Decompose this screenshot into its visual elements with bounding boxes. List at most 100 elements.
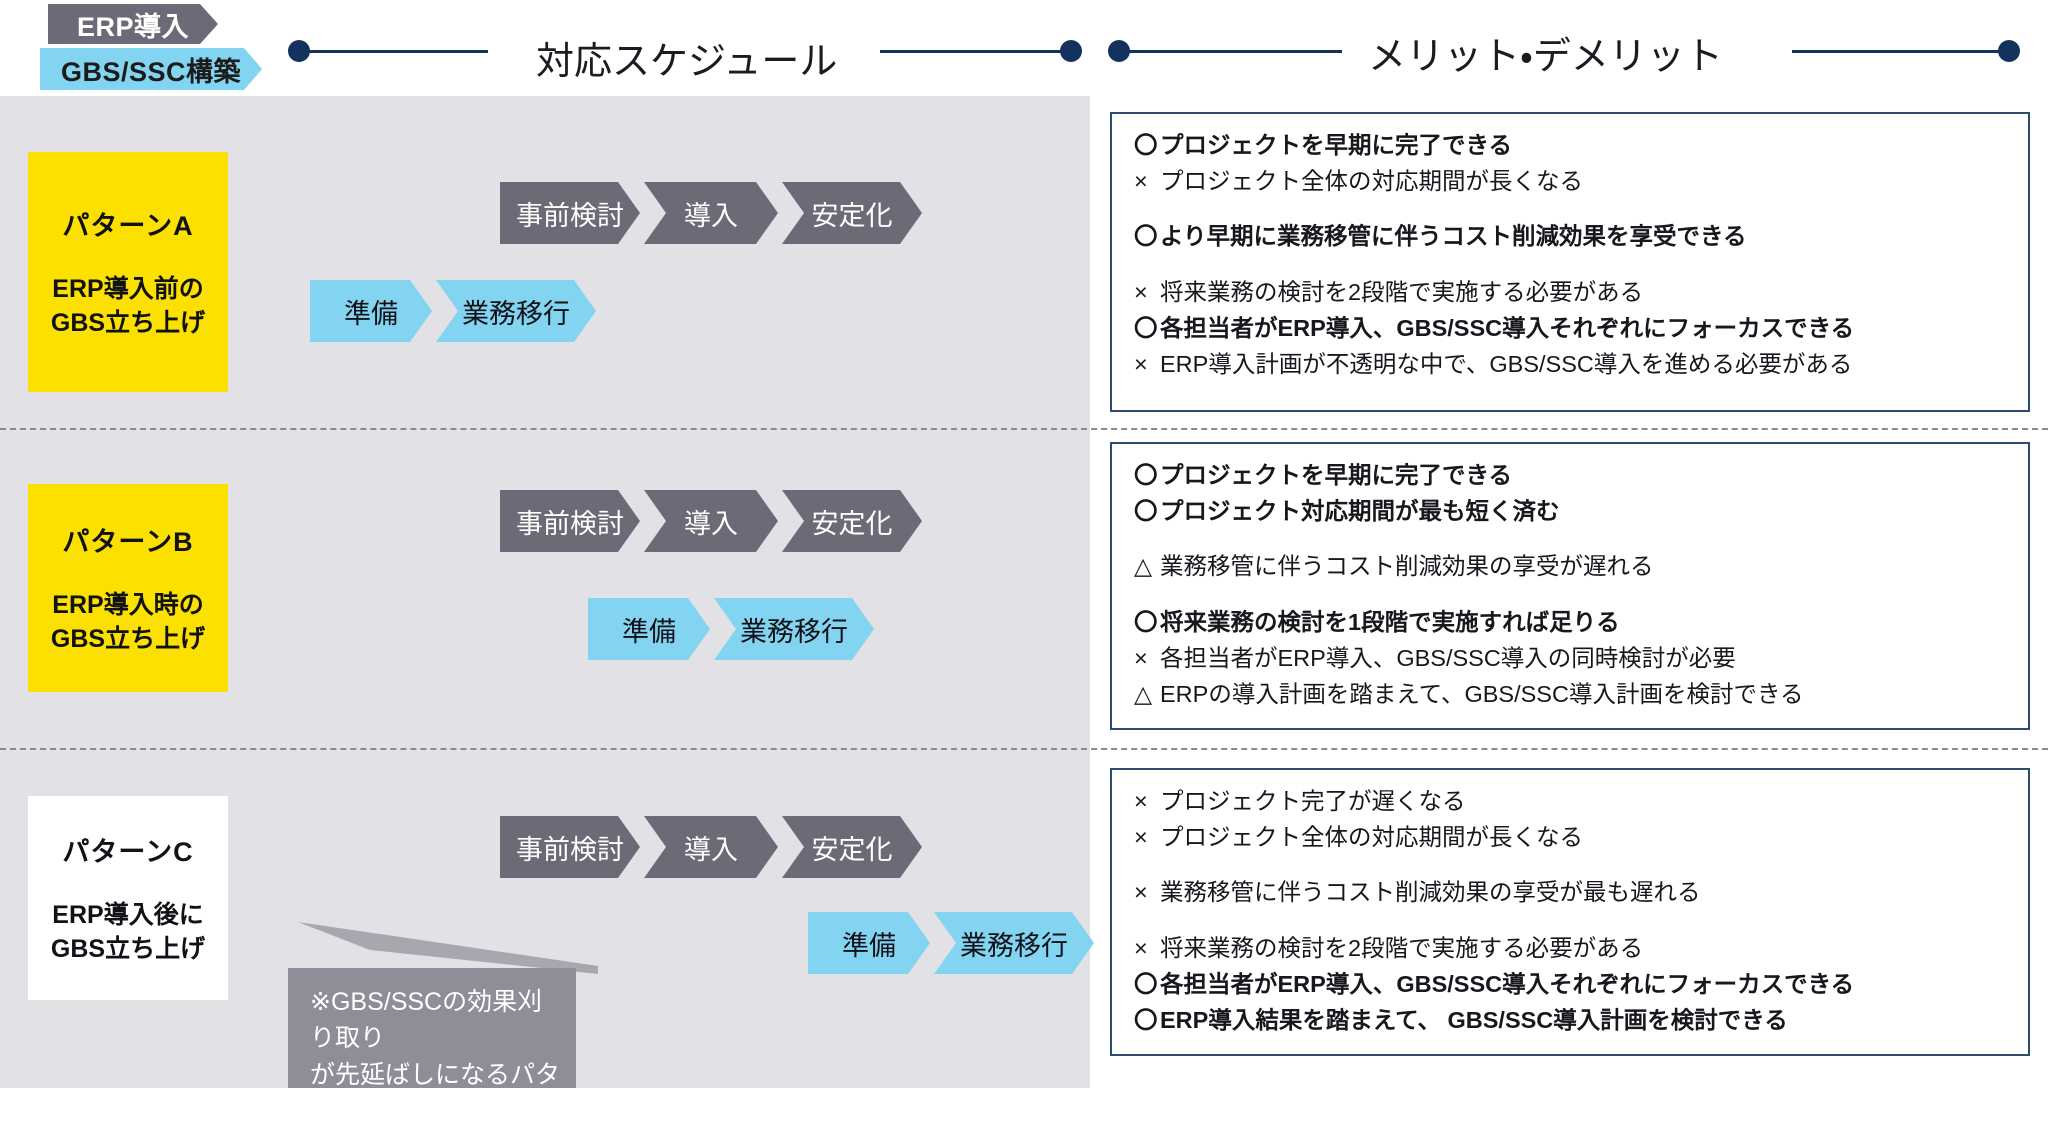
pattern-label-box-c: パターンC ERP導入後に GBS立ち上げ bbox=[28, 796, 228, 1000]
chevron-b-gbs-1-label: 業務移行 bbox=[740, 610, 848, 649]
merit-mark: 〇 bbox=[1134, 128, 1160, 164]
pattern-title-a: パターンA bbox=[62, 204, 193, 243]
merit-text: 将来業務の検討を1段階で実施すれば足りる bbox=[1160, 609, 1620, 635]
rail-segment-4 bbox=[1792, 50, 2002, 53]
merit-text: プロジェクト完了が遅くなる bbox=[1160, 788, 1466, 814]
pattern-subtitle-c-line1: ERP導入後に bbox=[51, 899, 205, 933]
merit-text: 業務移管に伴うコスト削減効果の享受が遅れる bbox=[1160, 553, 1654, 579]
chevron-a-erp-0-label: 事前検討 bbox=[516, 194, 624, 233]
merit-line: ×業務移管に伴うコスト削減効果の享受が最も遅れる bbox=[1134, 875, 2006, 911]
merit-mark: × bbox=[1134, 275, 1160, 311]
chevron-b-gbs-0: 準備 bbox=[588, 598, 710, 660]
chevron-a-erp-0: 事前検討 bbox=[500, 182, 640, 244]
chevron-c-erp-0: 事前検討 bbox=[500, 816, 640, 878]
merit-mark: × bbox=[1134, 784, 1160, 820]
merit-spacer bbox=[1134, 199, 2006, 219]
merit-text: プロジェクト対応期間が最も短く済む bbox=[1160, 498, 1560, 524]
chevron-c-gbs-0-label: 準備 bbox=[842, 924, 896, 963]
rail-dot-right bbox=[1998, 40, 2020, 62]
merit-text: 各担当者がERP導入、GBS/SSC導入それぞれにフォーカスできる bbox=[1160, 315, 1854, 341]
merit-box-b: 〇プロジェクトを早期に完了できる 〇プロジェクト対応期間が最も短く済む △業務移… bbox=[1110, 442, 2030, 730]
legend-erp-label: ERP導入 bbox=[77, 5, 189, 44]
merit-line: ×プロジェクト全体の対応期間が長くなる bbox=[1134, 820, 2006, 856]
merit-text: プロジェクト全体の対応期間が長くなる bbox=[1160, 168, 1583, 194]
pattern-title-c: パターンC bbox=[62, 830, 193, 869]
pattern-title-b: パターンB bbox=[62, 520, 193, 559]
merit-mark: 〇 bbox=[1134, 311, 1160, 347]
pattern-subtitle-c-line2: GBS立ち上げ bbox=[51, 933, 205, 967]
rail-segment-3 bbox=[1126, 50, 1342, 53]
merit-line: 〇各担当者がERP導入、GBS/SSC導入それぞれにフォーカスできる bbox=[1134, 967, 2006, 1003]
merit-text: プロジェクトを早期に完了できる bbox=[1160, 462, 1512, 488]
merit-text: プロジェクト全体の対応期間が長くなる bbox=[1160, 824, 1583, 850]
merit-text: ERP導入計画が不透明な中で、GBS/SSC導入を進める必要がある bbox=[1160, 351, 1852, 377]
chevron-a-gbs-1: 業務移行 bbox=[436, 280, 596, 342]
merit-line: ×プロジェクト完了が遅くなる bbox=[1134, 784, 2006, 820]
chevron-b-gbs-1: 業務移行 bbox=[714, 598, 874, 660]
merit-line: ×各担当者がERP導入、GBS/SSC導入の同時検討が必要 bbox=[1134, 641, 2006, 677]
chevron-c-gbs-0: 準備 bbox=[808, 912, 930, 974]
chevron-b-erp-0-label: 事前検討 bbox=[516, 502, 624, 541]
merit-mark: △ bbox=[1134, 549, 1160, 585]
merit-text: 将来業務の検討を2段階で実施する必要がある bbox=[1160, 935, 1643, 961]
row-divider-a-b bbox=[0, 428, 2048, 430]
chevron-c-erp-2-label: 安定化 bbox=[812, 828, 893, 867]
chevron-a-gbs-1-label: 業務移行 bbox=[462, 292, 570, 331]
pattern-label-box-a: パターンA ERP導入前の GBS立ち上げ bbox=[28, 152, 228, 392]
legend-chip-erp: ERP導入 bbox=[48, 4, 218, 44]
legend-chip-gbs: GBS/SSC構築 bbox=[40, 48, 262, 90]
merit-text: プロジェクトを早期に完了できる bbox=[1160, 132, 1512, 158]
chevron-c-erp-1-label: 導入 bbox=[684, 828, 738, 867]
chevron-b-erp-1-label: 導入 bbox=[684, 502, 738, 541]
merit-line: ×将来業務の検討を2段階で実施する必要がある bbox=[1134, 931, 2006, 967]
chevron-a-erp-2-label: 安定化 bbox=[812, 194, 893, 233]
merit-mark: × bbox=[1134, 164, 1160, 200]
merit-line: 〇より早期に業務移管に伴うコスト削減効果を享受できる bbox=[1134, 219, 2006, 255]
merit-text: より早期に業務移管に伴うコスト削減効果を享受できる bbox=[1160, 223, 1747, 249]
merit-line: 〇プロジェクトを早期に完了できる bbox=[1134, 458, 2006, 494]
legend-gbs-label: GBS/SSC構築 bbox=[61, 50, 241, 89]
pattern-subtitle-b: ERP導入時の GBS立ち上げ bbox=[51, 589, 205, 657]
pattern-label-box-b: パターンB ERP導入時の GBS立ち上げ bbox=[28, 484, 228, 692]
merit-mark: × bbox=[1134, 875, 1160, 911]
merit-mark: 〇 bbox=[1134, 967, 1160, 1003]
merit-spacer bbox=[1134, 255, 2006, 275]
chevron-a-gbs-0-label: 準備 bbox=[344, 292, 398, 331]
merit-box-a: 〇プロジェクトを早期に完了できる ×プロジェクト全体の対応期間が長くなる 〇より… bbox=[1110, 112, 2030, 412]
merit-text: 業務移管に伴うコスト削減効果の享受が最も遅れる bbox=[1160, 879, 1701, 905]
merit-text: 将来業務の検討を2段階で実施する必要がある bbox=[1160, 279, 1643, 305]
merit-mark: 〇 bbox=[1134, 605, 1160, 641]
merit-line: 〇将来業務の検討を1段階で実施すれば足りる bbox=[1134, 605, 2006, 641]
merit-mark: × bbox=[1134, 641, 1160, 677]
chevron-b-erp-2-label: 安定化 bbox=[812, 502, 893, 541]
merit-line: ×プロジェクト全体の対応期間が長くなる bbox=[1134, 164, 2006, 200]
merit-spacer bbox=[1134, 911, 2006, 931]
merit-text: 各担当者がERP導入、GBS/SSC導入の同時検討が必要 bbox=[1160, 645, 1736, 671]
merit-text: ERP導入結果を踏まえて、 GBS/SSC導入計画を検討できる bbox=[1160, 1007, 1788, 1033]
slide-canvas: ERP導入 GBS/SSC構築 対応スケジュール メリット・デメリット パターン… bbox=[0, 0, 2048, 1088]
merit-mark: 〇 bbox=[1134, 494, 1160, 530]
merit-mark: 〇 bbox=[1134, 1003, 1160, 1039]
chevron-b-erp-0: 事前検討 bbox=[500, 490, 640, 552]
callout-line2: が先延ばしになるパターン bbox=[310, 1057, 560, 1129]
chevron-c-gbs-1: 業務移行 bbox=[934, 912, 1094, 974]
merit-spacer bbox=[1134, 585, 2006, 605]
merit-line: 〇プロジェクトを早期に完了できる bbox=[1134, 128, 2006, 164]
rail-dot-mid-left bbox=[1060, 40, 1082, 62]
pattern-subtitle-a: ERP導入前の GBS立ち上げ bbox=[51, 273, 205, 341]
merit-mark: △ bbox=[1134, 677, 1160, 713]
merit-line: ×ERP導入計画が不透明な中で、GBS/SSC導入を進める必要がある bbox=[1134, 347, 2006, 383]
merit-mark: 〇 bbox=[1134, 219, 1160, 255]
header-title-merit: メリット・デメリット bbox=[1368, 25, 1723, 80]
merit-line: ×将来業務の検討を2段階で実施する必要がある bbox=[1134, 275, 2006, 311]
merit-text: 各担当者がERP導入、GBS/SSC導入それぞれにフォーカスできる bbox=[1160, 971, 1854, 997]
merit-mark: 〇 bbox=[1134, 458, 1160, 494]
pattern-subtitle-b-line1: ERP導入時の bbox=[51, 589, 205, 623]
row-divider-b-c bbox=[0, 748, 2048, 750]
merit-line: △ERPの導入計画を踏まえて、GBS/SSC導入計画を検討できる bbox=[1134, 677, 2006, 713]
rail-segment-2 bbox=[880, 50, 1076, 53]
merit-line: 〇各担当者がERP導入、GBS/SSC導入それぞれにフォーカスできる bbox=[1134, 311, 2006, 347]
callout-line1: ※GBS/SSCの効果刈り取り bbox=[310, 984, 560, 1057]
merit-text: ERPの導入計画を踏まえて、GBS/SSC導入計画を検討できる bbox=[1160, 681, 1803, 707]
